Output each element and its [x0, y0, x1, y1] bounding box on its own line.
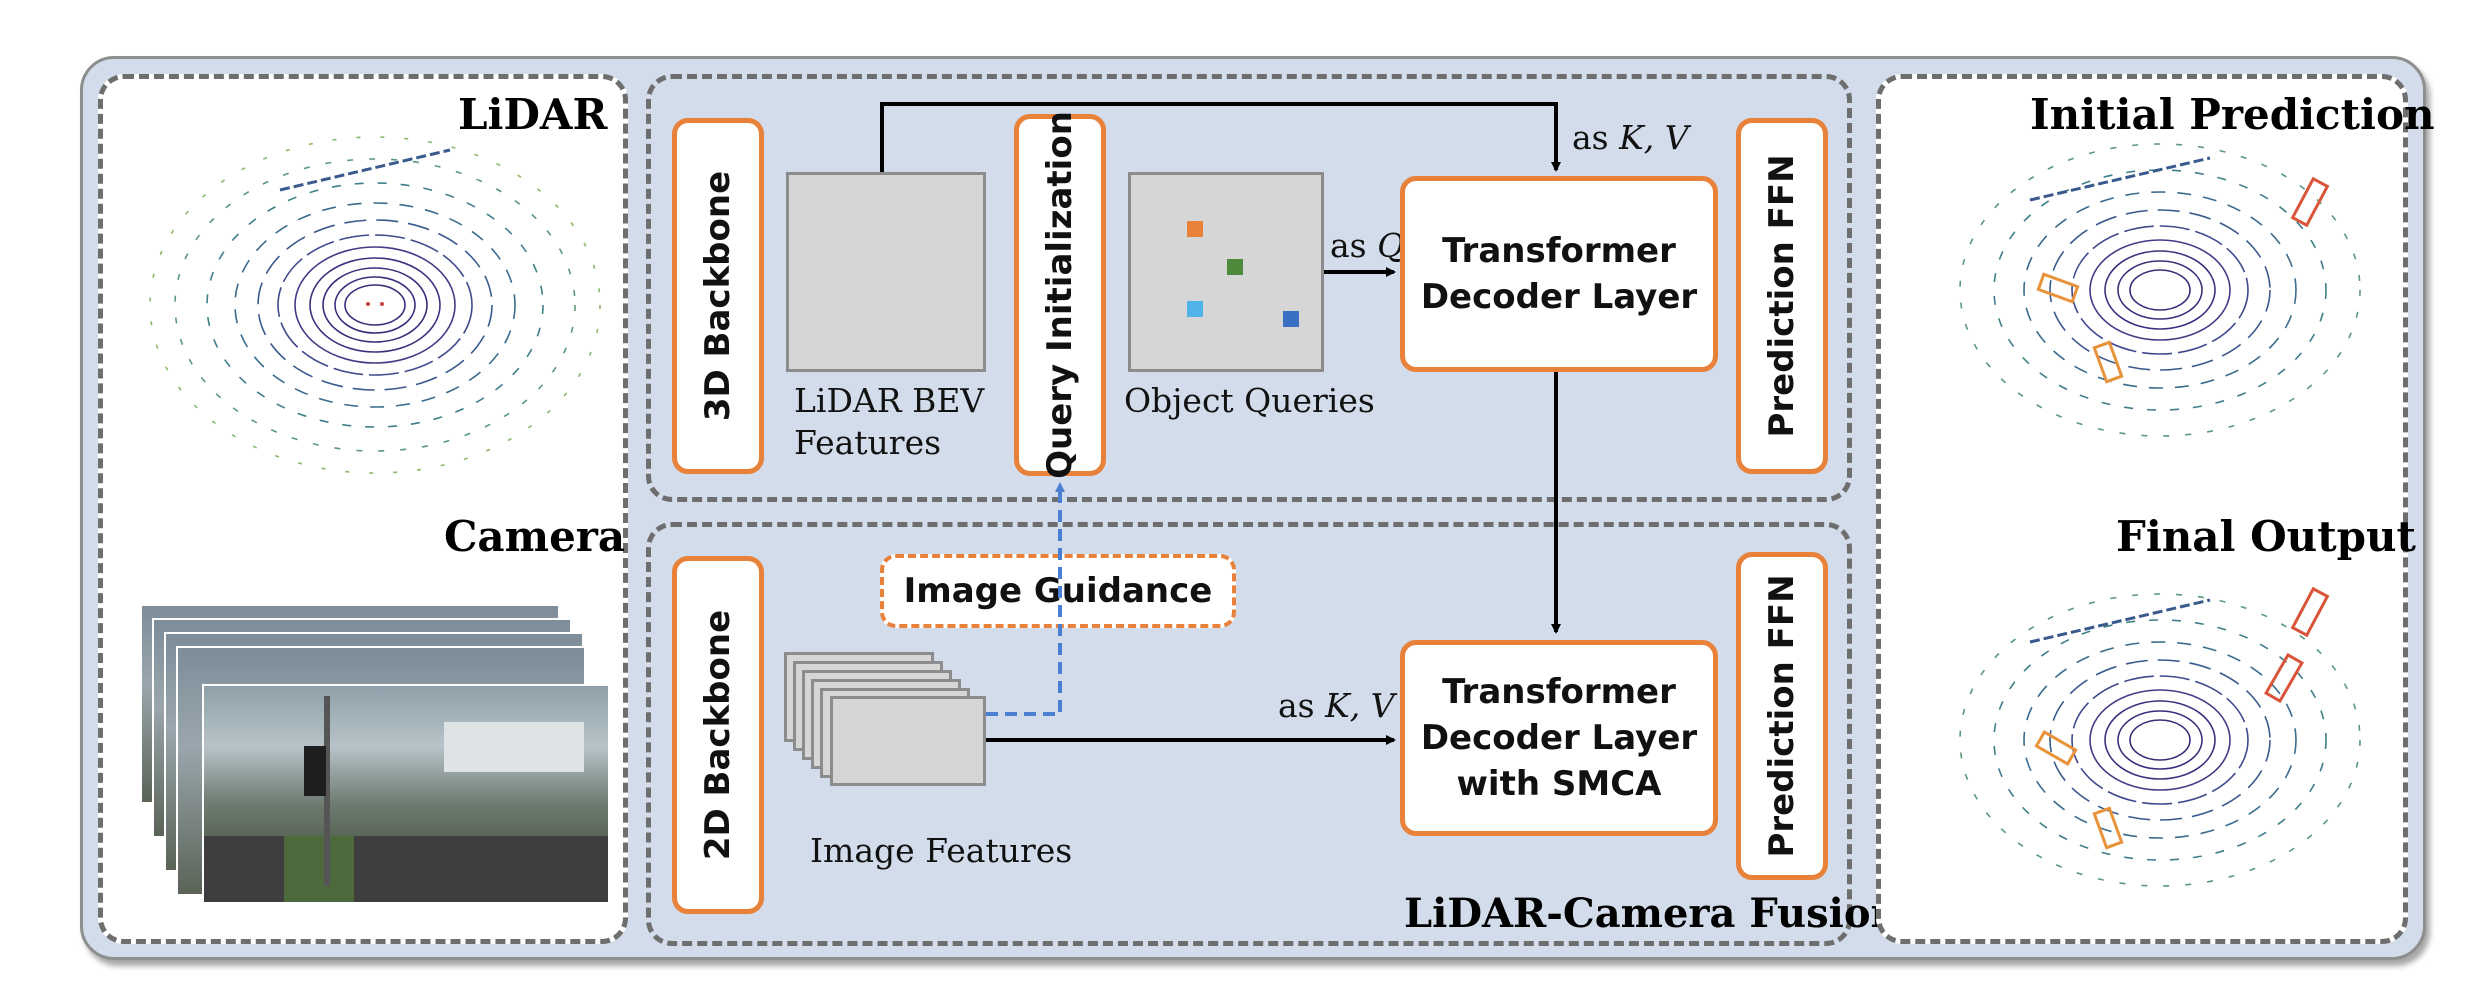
lidar-title: LiDAR	[458, 90, 608, 139]
camera-title: Camera	[444, 512, 626, 561]
lidar-bev-label: LiDAR BEV Features	[794, 381, 985, 462]
final-output-title: Final Output	[2116, 512, 2416, 561]
query-point-green	[1227, 259, 1243, 275]
prediction-ffn-box-top: Prediction FFN	[1736, 118, 1828, 474]
query-point-blue	[1283, 311, 1299, 327]
fusion-title: LiDAR-Camera Fusion	[1404, 890, 1900, 937]
lidar-branch-panel	[646, 74, 1852, 502]
query-point-light-blue	[1187, 301, 1203, 317]
final-output-image	[1959, 586, 2361, 887]
object-queries-label: Object Queries	[1124, 381, 1375, 420]
lidar-bev-feature-map	[786, 172, 986, 372]
query-point-orange	[1187, 221, 1203, 237]
query-initialization-box: Query Initialization	[1014, 111, 1106, 479]
arrow-bev-to-decoder	[880, 102, 1561, 172]
as-kv-label-bottom: as K, V	[1278, 686, 1395, 725]
initial-prediction-title: Initial Prediction	[2030, 90, 2435, 139]
as-kv-label-top: as K, V	[1572, 118, 1689, 157]
3d-backbone-box: 3D Backbone	[672, 118, 764, 474]
lidar-point-cloud-image	[149, 136, 601, 474]
transformer-decoder-layer-box: Transformer Decoder Layer	[1400, 176, 1718, 372]
as-q-label: as Q	[1330, 226, 1405, 265]
camera-images-stack	[140, 604, 610, 904]
2d-backbone-box: 2D Backbone	[672, 556, 764, 914]
prediction-ffn-box-bottom: Prediction FFN	[1736, 552, 1828, 880]
initial-prediction-image	[1959, 143, 2361, 437]
fusion-branch-panel	[646, 522, 1852, 946]
output-panel	[1876, 74, 2408, 944]
arrow-image-guidance	[986, 482, 1065, 716]
transformer-decoder-smca-box: Transformer Decoder Layer with SMCA	[1400, 640, 1718, 836]
image-features-label: Image Features	[810, 831, 1073, 870]
image-features-stack	[784, 652, 990, 786]
front-camera-image	[202, 684, 610, 904]
object-queries-map	[1128, 172, 1324, 372]
image-feature-map-front	[830, 696, 986, 786]
